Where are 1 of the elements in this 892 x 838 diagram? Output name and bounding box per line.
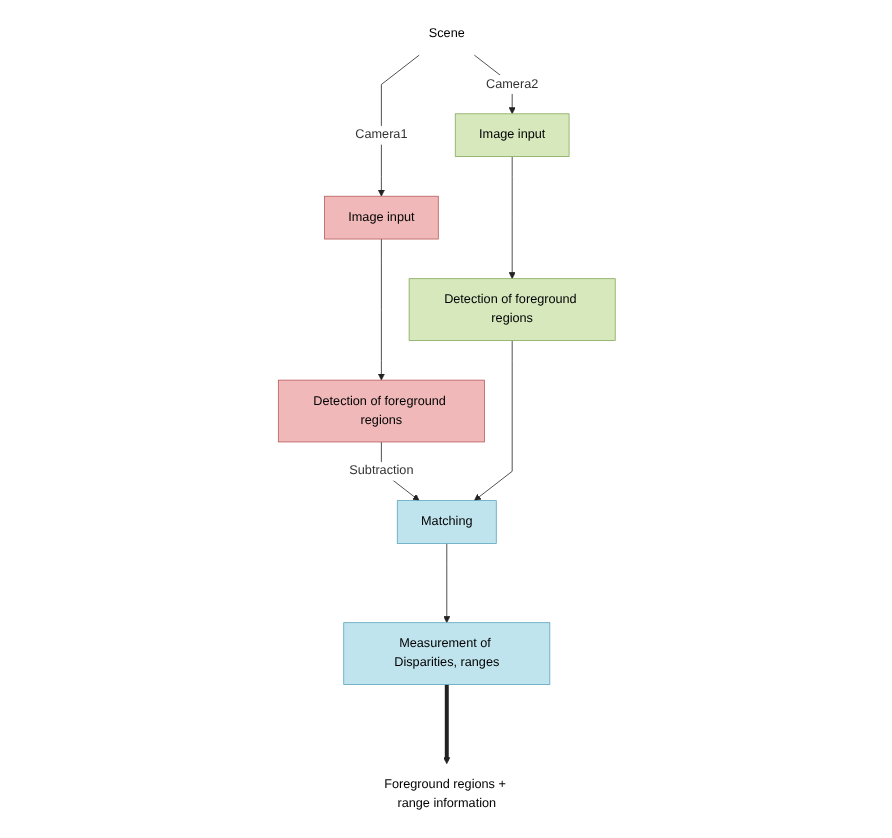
arrow [442,684,450,765]
